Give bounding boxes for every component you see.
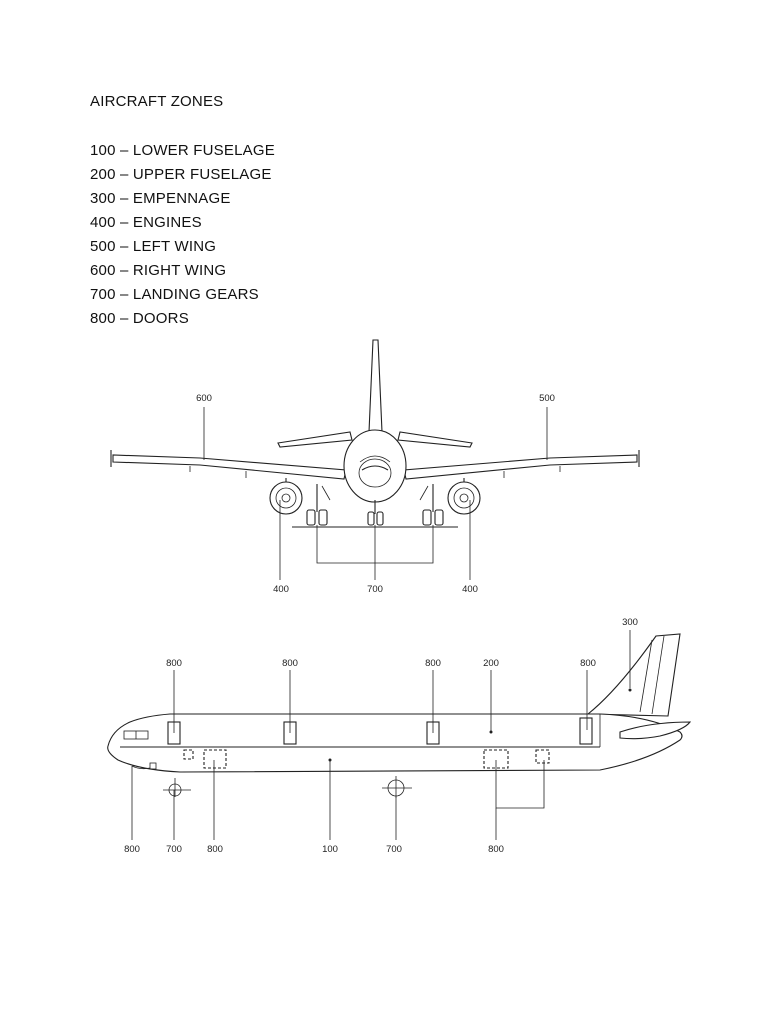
label-700: 700	[166, 844, 182, 855]
zone-item: 300 – EMPENNAGE	[90, 190, 231, 207]
door	[579, 717, 593, 745]
label-700: 700	[367, 584, 383, 595]
access-door	[183, 749, 194, 760]
zone-item: 800 – DOORS	[90, 310, 189, 327]
zone-item: 500 – LEFT WING	[90, 238, 217, 255]
label-800: 800	[425, 658, 441, 669]
front-view: 600 500 400 700 400	[110, 339, 640, 595]
horizontal-stabilizer	[397, 431, 473, 448]
label-800: 800	[580, 658, 596, 669]
cargo-door	[535, 749, 550, 764]
label-300: 300	[622, 617, 638, 628]
zone-list: 100 – LOWER FUSELAGE 200 – UPPER FUSELAG…	[90, 141, 275, 333]
label-400: 400	[462, 584, 478, 595]
left-wing	[403, 454, 638, 480]
label-800: 800	[207, 844, 223, 855]
label-200: 200	[483, 658, 499, 669]
right-wing	[112, 454, 347, 480]
label-100: 100	[322, 844, 338, 855]
access-door	[149, 762, 157, 770]
horizontal-stabilizer-side	[619, 721, 692, 740]
horizontal-stabilizer	[277, 431, 353, 448]
label-400: 400	[273, 584, 289, 595]
zone-item: 200 – UPPER FUSELAGE	[90, 166, 272, 183]
side-view: 300 800 800 800 200 800 800 700 800 100 …	[107, 617, 692, 855]
cargo-door	[203, 749, 227, 769]
label-800: 800	[282, 658, 298, 669]
engine-left	[269, 478, 303, 515]
label-800: 800	[166, 658, 182, 669]
zone-item: 700 – LANDING GEARS	[90, 286, 259, 303]
page-title: AIRCRAFT ZONES	[90, 93, 224, 110]
zone-item: 100 – LOWER FUSELAGE	[90, 142, 275, 159]
vertical-tail	[586, 633, 681, 717]
main-gear	[382, 776, 412, 798]
label-600: 600	[196, 393, 212, 404]
label-800: 800	[488, 844, 504, 855]
zone-item: 600 – RIGHT WING	[90, 262, 227, 279]
zone-item: 400 – ENGINES	[90, 214, 202, 231]
cargo-door	[483, 749, 509, 769]
label-500: 500	[539, 393, 555, 404]
vertical-fin	[368, 339, 383, 433]
label-700: 700	[386, 844, 402, 855]
label-800: 800	[124, 844, 140, 855]
engine-right	[447, 478, 481, 515]
fuselage-side	[107, 713, 683, 773]
nose-gear	[163, 778, 191, 797]
